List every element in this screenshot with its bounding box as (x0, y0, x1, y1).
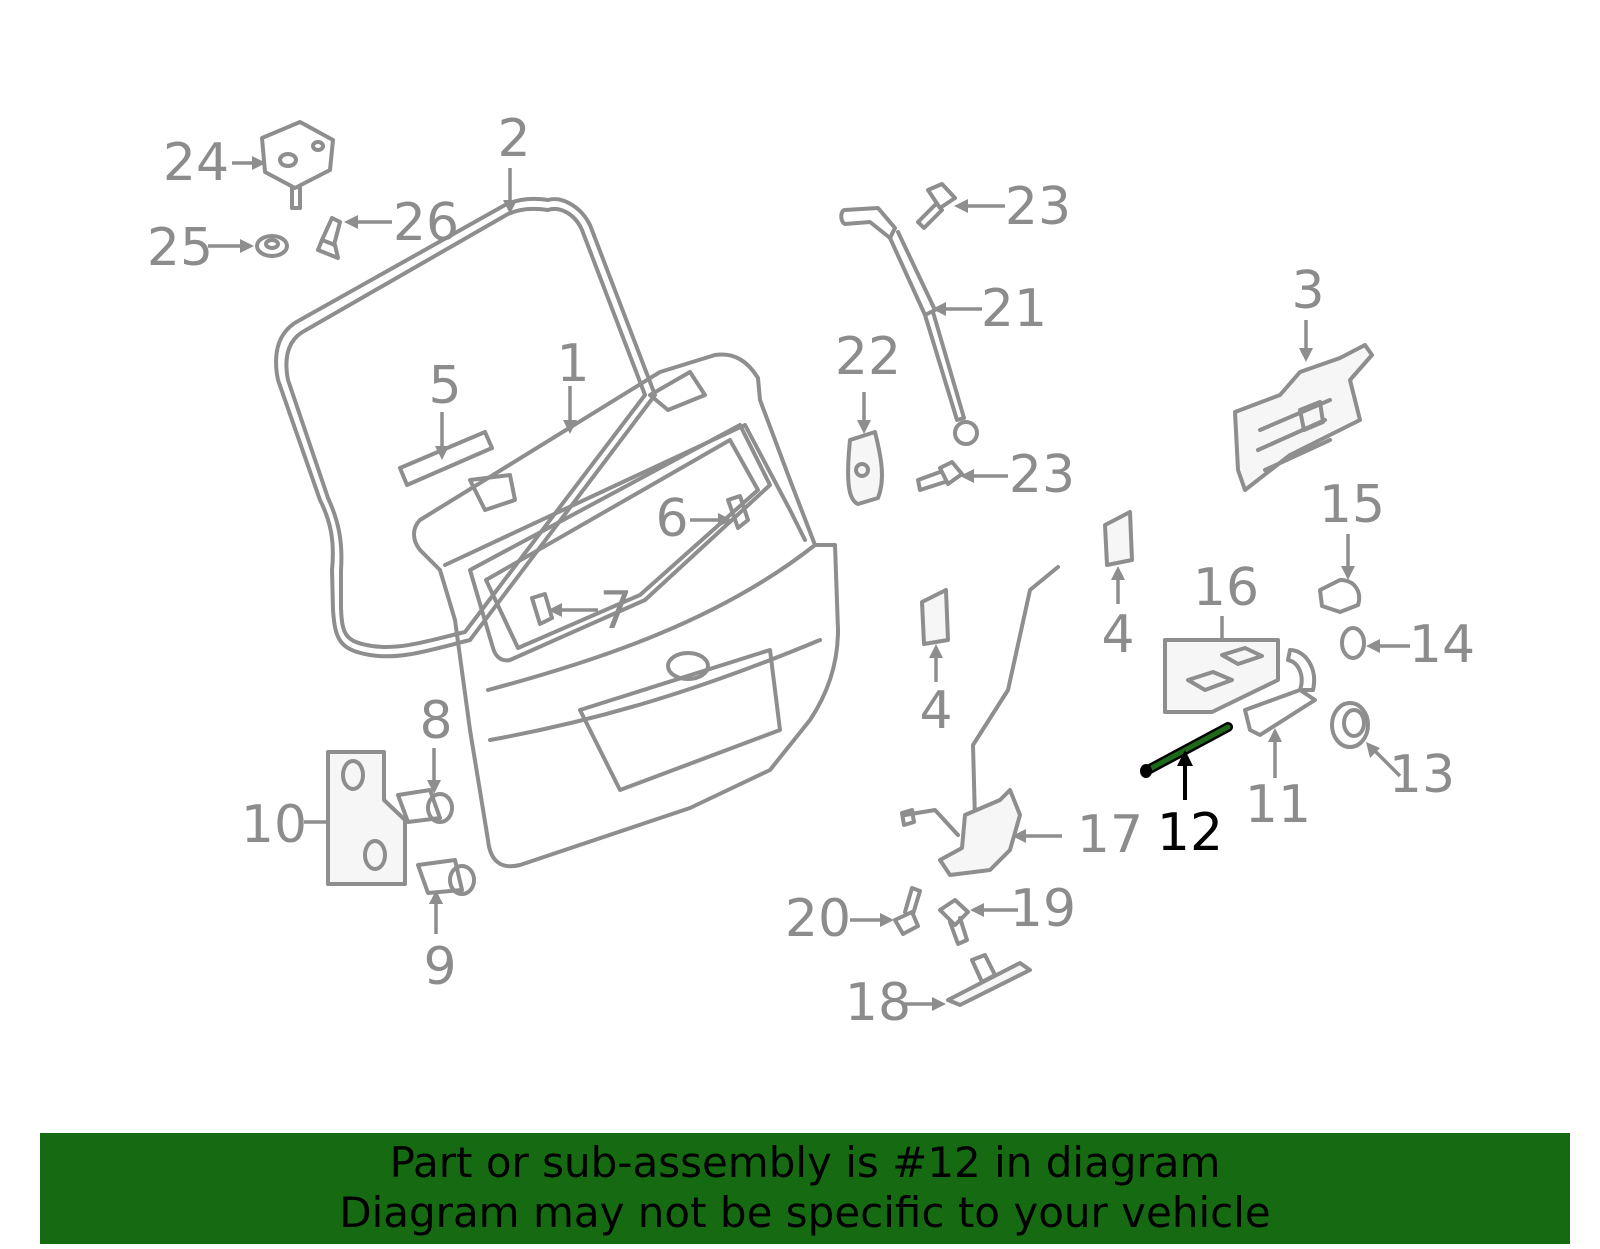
callout-24: 24 (163, 133, 229, 193)
part-23-bolt-lower (916, 460, 964, 492)
part-15-cap (1318, 578, 1361, 614)
banner-part-text: Part or sub-assembly is #12 in diagram (389, 1138, 1221, 1187)
part-23-bolt-upper (916, 182, 957, 230)
callout-9: 9 (423, 937, 456, 997)
part-6-clip (726, 494, 750, 530)
callout-7: 7 (599, 581, 632, 641)
callout-17: 17 (1077, 805, 1143, 865)
part-2-weatherstrip (274, 196, 657, 659)
callout-11: 11 (1245, 775, 1311, 835)
callout-5: 5 (428, 356, 461, 416)
callout-18: 18 (845, 973, 911, 1033)
callout-6: 6 (655, 489, 688, 549)
callout-13: 13 (1389, 745, 1455, 805)
callout-19: 19 (1010, 879, 1076, 939)
callout-21: 21 (981, 279, 1047, 339)
callout-15: 15 (1319, 475, 1385, 535)
part-4-bracket-left (920, 588, 950, 646)
part-4-bracket-right (1103, 510, 1134, 567)
callout-4-right: 4 (1101, 605, 1134, 665)
part-14-ring (1340, 626, 1366, 660)
part-26-bolt (316, 216, 342, 260)
part-18-striker (946, 953, 1032, 1007)
part-9-bumper (416, 858, 476, 896)
callout-14: 14 (1409, 615, 1475, 675)
part-22-bracket (846, 430, 884, 506)
callout-labels: 1 2 3 4 4 5 6 7 8 9 10 11 12 13 14 15 16… (147, 109, 1475, 1033)
part-1-liftgate (412, 352, 840, 869)
callout-1: 1 (556, 334, 589, 394)
callout-3: 3 (1291, 261, 1324, 321)
part-21-strut (839, 206, 979, 446)
callout-20: 20 (785, 889, 851, 949)
part-5-strip (398, 430, 494, 487)
info-banner: Part or sub-assembly is #12 in diagram D… (40, 1133, 1570, 1244)
callout-23-upper: 23 (1005, 177, 1071, 237)
part-11-latch (1243, 648, 1317, 737)
part-3-panel (1233, 343, 1374, 492)
part-20-bolt (893, 886, 922, 936)
part-12-rod (1140, 722, 1233, 778)
part-17-latch (900, 565, 1060, 877)
part-10-plate (326, 750, 407, 886)
callout-16: 16 (1193, 558, 1259, 618)
callout-25: 25 (147, 218, 213, 278)
callout-12: 12 (1157, 803, 1223, 863)
callout-26: 26 (393, 193, 459, 253)
callout-arrows (208, 156, 1410, 1011)
part-8-bumper (396, 788, 454, 824)
part-7-clip (530, 592, 554, 626)
part-13-spring (1330, 701, 1370, 749)
part-19-bolt (938, 898, 970, 946)
callout-22: 22 (835, 327, 901, 387)
callout-4-left: 4 (919, 681, 952, 741)
part-16-pad (1163, 638, 1280, 714)
part-24-hinge (260, 120, 335, 210)
part-25-nut (255, 234, 289, 258)
callout-2: 2 (497, 109, 530, 169)
callout-23-lower: 23 (1009, 445, 1075, 505)
callout-8: 8 (419, 691, 452, 751)
parts-diagram: 1 2 3 4 4 5 6 7 8 9 10 11 12 13 14 15 16… (147, 109, 1475, 1033)
banner-disclaimer-text: Diagram may not be specific to your vehi… (339, 1188, 1271, 1237)
callout-10: 10 (241, 795, 307, 855)
